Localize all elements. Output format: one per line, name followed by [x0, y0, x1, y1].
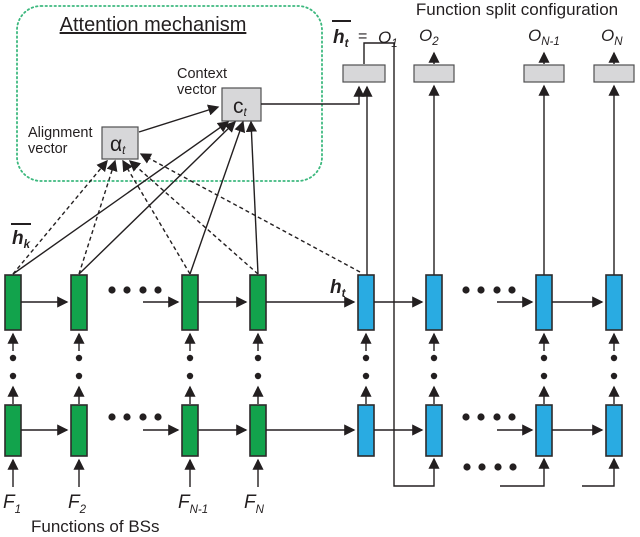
decoder-cell-top-4	[605, 274, 623, 331]
ellipsis-dot	[478, 463, 486, 471]
ellipsis-dot	[540, 372, 548, 380]
decoder-to-alignment-dashed-link	[139, 153, 361, 273]
alignment-vector-node	[101, 126, 139, 160]
encoder-cell-top-2	[70, 274, 88, 331]
ellipsis-dot	[9, 372, 17, 380]
ellipsis-dot	[362, 354, 370, 362]
ellipsis-dot	[462, 286, 470, 294]
context-vector-label-line2: vector	[177, 82, 217, 98]
feedback-connector-3	[582, 457, 620, 487]
ellipsis-dot	[154, 286, 162, 294]
decoder-cell-bottom-1	[357, 404, 375, 457]
encoder-cell-top-3	[181, 274, 199, 331]
function-split-title: Function split configuration	[416, 0, 618, 19]
output-label-2: O2	[419, 26, 439, 48]
function-label-3: FN-1	[178, 492, 208, 516]
ellipsis-dot	[540, 354, 548, 362]
ellipsis-dot	[493, 286, 501, 294]
ellipsis-dot	[430, 354, 438, 362]
ellipsis-dot	[108, 286, 116, 294]
stack-arrows	[7, 332, 620, 404]
function-label-4: FN	[244, 492, 265, 516]
attention-solid-link-1	[12, 121, 230, 275]
ellipsis-dot	[139, 286, 147, 294]
ellipsis-dot	[430, 372, 438, 380]
attention-title: Attention mechanism	[60, 14, 247, 36]
decoder-cell-top-2	[425, 274, 443, 331]
ellipsis-dot	[123, 413, 131, 421]
ellipsis-dot	[123, 286, 131, 294]
ellipsis-dot	[508, 286, 516, 294]
ellipsis-dot	[254, 354, 262, 362]
alignment-to-context-arrow	[138, 104, 220, 133]
encoder-cell-top-4	[249, 274, 267, 331]
ellipsis-dot	[494, 463, 502, 471]
output-label-3: ON-1	[528, 26, 560, 48]
encoder-cell-bottom-3	[181, 404, 199, 457]
alignment-vector-symbol: αt	[110, 133, 126, 157]
decoder-cell-top-1	[357, 274, 375, 331]
output-cell-3	[523, 64, 565, 83]
h-t-label: ht	[330, 277, 347, 300]
o1-feedback-connector	[363, 42, 440, 487]
ellipsis-dot	[493, 413, 501, 421]
context-vector-label-line1: Context	[177, 66, 227, 82]
ellipsis-dot	[462, 413, 470, 421]
output-cell-1	[342, 64, 386, 83]
encoder-cell-top-1	[4, 274, 22, 331]
ellipsis-dots	[9, 286, 618, 471]
ellipsis-dot	[463, 463, 471, 471]
ellipsis-dot	[154, 413, 162, 421]
ellipsis-dot	[362, 372, 370, 380]
ellipsis-dot	[254, 372, 262, 380]
decoder-cell-bottom-3	[535, 404, 553, 457]
ellipsis-dot	[108, 413, 116, 421]
attention-dashed-link-3	[122, 159, 191, 275]
alignment-vector-label-line1: Alignment	[28, 125, 92, 141]
attention-dashed-link-4	[128, 160, 259, 275]
alignment-vector-label-line2: vector	[28, 141, 68, 157]
ellipsis-dot	[477, 286, 485, 294]
function-label-2: F2	[68, 492, 87, 516]
ellipsis-dot	[610, 354, 618, 362]
feedback-connector-2	[500, 457, 550, 487]
ellipsis-dot	[610, 372, 618, 380]
context-vector-symbol: ct	[233, 95, 248, 119]
attention-solid-link-4	[245, 120, 259, 275]
ellipsis-dot	[477, 413, 485, 421]
attention-dashed-link-1	[12, 159, 108, 275]
decoder-cell-top-3	[535, 274, 553, 331]
ellipsis-dot	[508, 413, 516, 421]
ellipsis-dot	[139, 413, 147, 421]
ellipsis-dot	[186, 372, 194, 380]
output-cell-4	[593, 64, 635, 83]
context-to-output-connector	[261, 85, 365, 105]
ellipsis-dot	[509, 463, 517, 471]
attention-solid-link-3	[189, 120, 246, 275]
encoder-cell-bottom-2	[70, 404, 88, 457]
encoder-cell-bottom-1	[4, 404, 22, 457]
h-bar-t-label: ht	[333, 27, 350, 50]
output-label-4: ON	[601, 26, 623, 48]
equals-sign: =	[358, 28, 367, 45]
decoder-cell-bottom-4	[605, 404, 623, 457]
ellipsis-dot	[75, 354, 83, 362]
ellipsis-dot	[186, 354, 194, 362]
ellipsis-dot	[9, 354, 17, 362]
h-bar-k-label: hk	[12, 228, 31, 251]
decoder-cell-bottom-2	[425, 404, 443, 457]
functions-caption: Functions of BSs	[31, 517, 160, 536]
encoder-cell-bottom-4	[249, 404, 267, 457]
output-cell-2	[413, 64, 455, 83]
attention-solid-link-2	[78, 121, 237, 275]
attention-region-border	[16, 5, 323, 182]
function-label-1: F1	[3, 492, 21, 516]
ellipsis-dot	[75, 372, 83, 380]
attention-dashed-link-2	[78, 159, 118, 275]
